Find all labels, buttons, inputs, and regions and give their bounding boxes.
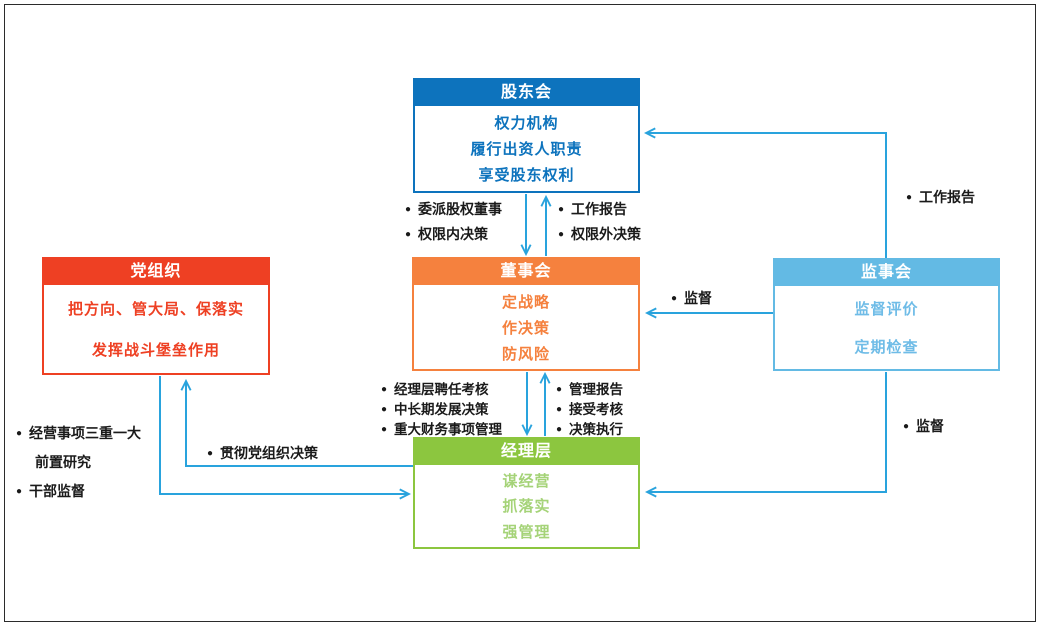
box-line: 防风险 xyxy=(501,345,550,363)
box-management-title: 经理层 xyxy=(415,439,638,465)
bullet-icon: ● xyxy=(556,424,563,435)
label-text: 监督 xyxy=(684,290,713,306)
label-line: ● 权限内决策 xyxy=(405,222,502,247)
box-party-body: 把方向、管大局、保落实 发挥战斗堡垒作用 xyxy=(44,285,268,373)
label-group-party-side: ● 经营事项三重一大 前置研究 ● 干部监督 xyxy=(16,419,141,506)
label-work-report: ● 工作报告 xyxy=(906,187,975,207)
bullet-icon: ● xyxy=(671,293,678,304)
box-line: 发挥战斗堡垒作用 xyxy=(91,342,220,359)
label-text: 干部监督 xyxy=(29,483,86,499)
label-line: 前置研究 xyxy=(16,448,141,477)
box-line: 把方向、管大局、保落实 xyxy=(67,301,244,318)
bullet-icon: ● xyxy=(381,404,388,415)
label-text: 委派股权董事 xyxy=(418,201,503,217)
box-supervisors-body: 监督评价 定期检查 xyxy=(775,286,998,369)
box-shareholders-body: 权力机构 履行出资人职责 享受股东权利 xyxy=(415,106,638,191)
label-line: ● 决策执行 xyxy=(556,420,623,440)
label-line: ● 权限外决策 xyxy=(558,222,641,247)
box-board-title: 董事会 xyxy=(414,259,638,285)
bullet-icon: ● xyxy=(903,421,910,432)
bullet-icon: ● xyxy=(405,229,412,240)
label-text: 前置研究 xyxy=(35,454,91,470)
bullet-icon: ● xyxy=(556,384,563,395)
label-line: ● 经理层聘任考核 xyxy=(381,380,502,400)
label-text: 决策执行 xyxy=(569,422,624,437)
bullet-icon: ● xyxy=(381,424,388,435)
label-text: 经理层聘任考核 xyxy=(394,382,489,397)
box-shareholders-title: 股东会 xyxy=(415,80,638,106)
box-line: 作决策 xyxy=(501,319,550,337)
bullet-icon: ● xyxy=(16,428,23,439)
label-text: 工作报告 xyxy=(571,201,628,217)
box-line: 监督评价 xyxy=(854,300,919,318)
label-line: ● 工作报告 xyxy=(558,197,641,222)
box-line: 权力机构 xyxy=(494,114,559,132)
box-supervisors: 监事会 监督评价 定期检查 xyxy=(773,258,1000,371)
label-line: ● 中长期发展决策 xyxy=(381,400,502,420)
label-line: ● 干部监督 xyxy=(16,477,141,506)
bullet-icon: ● xyxy=(405,204,412,215)
label-text: 管理报告 xyxy=(569,382,624,397)
box-shareholders: 股东会 权力机构 履行出资人职责 享受股东权利 xyxy=(413,78,640,193)
box-management-body: 谋经营 抓落实 强管理 xyxy=(415,465,638,547)
label-group-board-down: ● 经理层聘任考核 ● 中长期发展决策 ● 重大财务事项管理 xyxy=(381,380,502,440)
bullet-icon: ● xyxy=(556,404,563,415)
label-group-report-up: ● 工作报告 ● 权限外决策 xyxy=(558,197,641,247)
box-line: 谋经营 xyxy=(502,473,551,491)
label-text: 经营事项三重一大 xyxy=(29,425,142,441)
label-implement-party: ● 贯彻党组织决策 xyxy=(207,443,318,463)
label-text: 工作报告 xyxy=(919,189,976,205)
box-line: 享受股东权利 xyxy=(478,167,575,185)
label-text: 贯彻党组织决策 xyxy=(220,445,319,461)
box-management: 经理层 谋经营 抓落实 强管理 xyxy=(413,437,640,549)
label-line: ● 管理报告 xyxy=(556,380,623,400)
bullet-icon: ● xyxy=(381,384,388,395)
label-line: ● 委派股权董事 xyxy=(405,197,502,222)
bullet-icon: ● xyxy=(558,229,565,240)
bullet-icon: ● xyxy=(558,204,565,215)
label-line: ● 接受考核 xyxy=(556,400,623,420)
label-text: 接受考核 xyxy=(569,402,624,417)
label-group-mgmt-up: ● 管理报告 ● 接受考核 ● 决策执行 xyxy=(556,380,623,440)
label-line: ● 经营事项三重一大 xyxy=(16,419,141,448)
box-line: 定期检查 xyxy=(854,339,919,357)
label-group-delegate: ● 委派股权董事 ● 权限内决策 xyxy=(405,197,502,247)
box-party-title: 党组织 xyxy=(44,259,268,285)
label-text: 权限内决策 xyxy=(418,226,489,242)
bullet-icon: ● xyxy=(906,192,913,203)
label-text: 监督 xyxy=(916,418,945,434)
box-party: 党组织 把方向、管大局、保落实 发挥战斗堡垒作用 xyxy=(42,257,270,375)
label-supervise-board: ● 监督 xyxy=(671,288,712,308)
label-text: 权限外决策 xyxy=(571,226,642,242)
box-line: 强管理 xyxy=(502,523,551,541)
label-text: 中长期发展决策 xyxy=(394,402,489,417)
page-border xyxy=(4,4,1036,622)
box-line: 定战略 xyxy=(501,293,550,311)
bullet-icon: ● xyxy=(16,486,23,497)
label-line: ● 重大财务事项管理 xyxy=(381,420,502,440)
bullet-icon: ● xyxy=(207,448,214,459)
label-supervise-mgmt: ● 监督 xyxy=(903,416,944,436)
box-supervisors-title: 监事会 xyxy=(775,260,998,286)
box-line: 履行出资人职责 xyxy=(470,140,583,158)
label-text: 重大财务事项管理 xyxy=(394,422,503,437)
box-line: 抓落实 xyxy=(502,498,551,516)
box-board: 董事会 定战略 作决策 防风险 xyxy=(412,257,640,371)
box-board-body: 定战略 作决策 防风险 xyxy=(414,285,638,369)
